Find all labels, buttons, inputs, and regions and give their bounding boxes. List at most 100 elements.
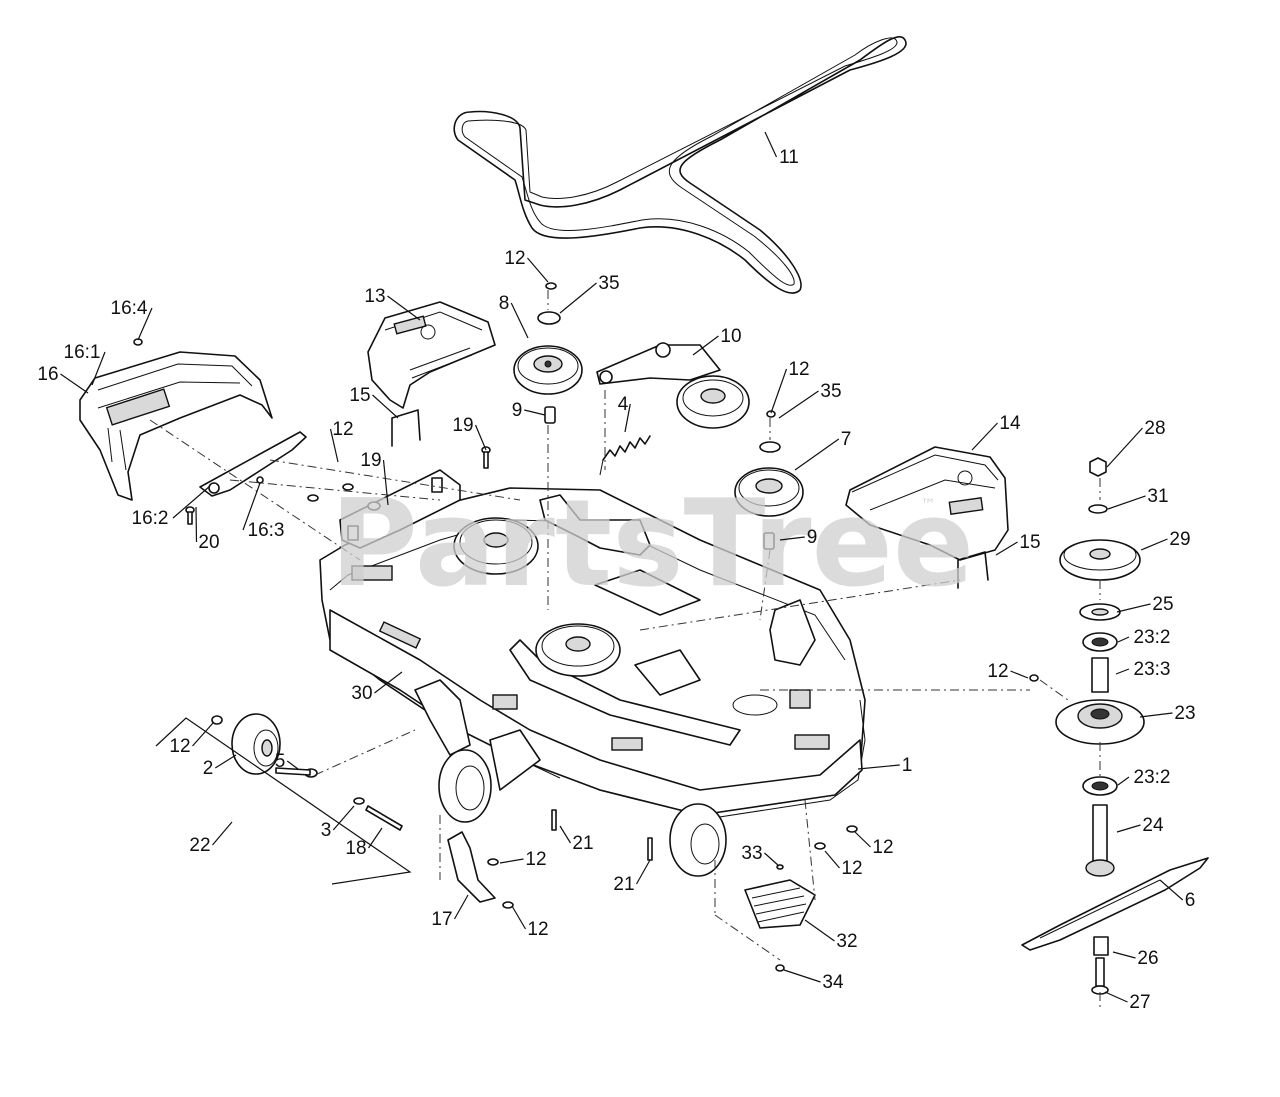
callout[interactable]: 21 [559, 825, 594, 854]
callout[interactable]: 12 [169, 722, 214, 757]
idler-spring[interactable] [599, 435, 651, 476]
callout[interactable]: 16:4 [111, 298, 153, 341]
callout[interactable]: 15 [995, 532, 1041, 556]
callout[interactable]: 25 [1116, 594, 1174, 615]
idler-arm[interactable] [596, 342, 750, 429]
callout[interactable]: 34 [783, 969, 844, 993]
callout[interactable]: 10 [692, 326, 742, 356]
callout[interactable]: 27 [1104, 991, 1151, 1013]
callout-leader [286, 760, 299, 770]
callout[interactable]: 5 [275, 751, 299, 772]
upper-bearing[interactable] [1082, 632, 1118, 652]
callout[interactable]: 29 [1140, 529, 1191, 551]
callout-leader [824, 850, 840, 869]
callout[interactable]: 12 [854, 831, 894, 858]
spindle-spacer[interactable] [1079, 603, 1121, 621]
right-front-wheel[interactable] [669, 803, 727, 877]
callout[interactable]: 16:1 [64, 342, 106, 386]
bearing-spacer[interactable] [1091, 657, 1109, 693]
callout[interactable]: 22 [189, 821, 233, 856]
callout[interactable]: 9 [512, 400, 546, 421]
callout[interactable]: 4 [618, 394, 631, 433]
callout[interactable]: 23:2 [1117, 767, 1170, 788]
callout[interactable]: 15 [349, 385, 399, 419]
callout[interactable]: 7 [794, 429, 851, 471]
callout-label: 28 [1144, 418, 1165, 439]
lower-bearing[interactable] [1082, 776, 1118, 796]
callout[interactable]: 23:3 [1115, 659, 1170, 680]
callout-label: 12 [527, 919, 548, 940]
callout[interactable]: 21 [613, 859, 651, 895]
callout[interactable]: 11 [764, 131, 799, 168]
callout-label: 32 [836, 931, 857, 952]
center-belt-cover[interactable] [367, 301, 496, 409]
callout[interactable]: 30 [351, 671, 403, 704]
callout[interactable]: 26 [1112, 948, 1159, 969]
callout[interactable]: 19 [360, 450, 389, 506]
mower-blade[interactable] [1021, 857, 1209, 951]
mower-deck[interactable] [319, 487, 866, 821]
stacked-washer[interactable] [537, 282, 561, 424]
callout[interactable]: 20 [195, 506, 220, 553]
spindle-pulley[interactable] [1059, 539, 1141, 581]
callout[interactable]: 12 [329, 419, 354, 463]
callout[interactable]: 19 [452, 415, 487, 451]
callout[interactable]: 9 [779, 527, 817, 548]
left-cover-bracket[interactable] [199, 431, 307, 497]
gauge-wheel[interactable] [231, 713, 281, 775]
callout[interactable]: 33 [741, 843, 780, 867]
callout[interactable]: 1 [857, 755, 912, 776]
callout[interactable]: 32 [804, 919, 858, 952]
callout-leader [1117, 776, 1130, 786]
callout[interactable]: 12 [987, 661, 1029, 682]
deck-belt[interactable] [453, 36, 907, 294]
callout[interactable]: 3 [321, 805, 355, 841]
callout[interactable]: 16:2 [132, 485, 211, 529]
right-belt-cover[interactable] [845, 446, 1009, 561]
callout[interactable]: 23 [1139, 703, 1196, 724]
callout[interactable]: 6 [1159, 879, 1195, 911]
callout-leader [1104, 991, 1128, 1003]
callout[interactable]: 35 [778, 381, 842, 419]
callout[interactable]: 24 [1116, 815, 1164, 836]
callout-leader [559, 825, 572, 844]
left-front-wheel[interactable] [438, 749, 492, 823]
spindle-washer[interactable] [1088, 504, 1108, 514]
callout-leader [60, 373, 89, 394]
deck-baffle[interactable] [447, 831, 496, 903]
callout[interactable]: 12 [824, 850, 863, 879]
callout-leader [172, 485, 211, 519]
callout[interactable]: 17 [431, 894, 469, 930]
spindle-housing[interactable] [1055, 699, 1145, 745]
callout-leader [1107, 495, 1146, 510]
callout[interactable]: 23:2 [1117, 627, 1170, 648]
callout[interactable]: 12 [770, 359, 810, 414]
callout[interactable]: 12 [499, 849, 547, 870]
deck-bracket-left[interactable] [339, 469, 461, 549]
blade-adapter[interactable] [1093, 936, 1109, 956]
left-belt-cover[interactable] [79, 351, 273, 501]
callout[interactable]: 8 [499, 293, 529, 339]
right-idler-pulley[interactable] [734, 441, 804, 550]
spindle-shaft[interactable] [1085, 804, 1115, 877]
callout[interactable]: 28 [1106, 418, 1166, 468]
callout[interactable]: 2 [203, 754, 237, 779]
callout[interactable]: 12 [504, 248, 549, 283]
callout-label: 11 [779, 147, 799, 168]
callout-leader [854, 831, 871, 848]
callout[interactable]: 16:3 [242, 482, 284, 541]
blade-bolt[interactable] [1091, 957, 1109, 995]
callout[interactable]: 35 [559, 273, 620, 314]
callout-label: 24 [1142, 815, 1164, 836]
callout-leader [382, 459, 389, 506]
callout[interactable]: 12 [511, 905, 549, 940]
mulch-grate[interactable] [744, 879, 816, 929]
callout[interactable]: 13 [364, 286, 421, 321]
callout[interactable]: 18 [345, 827, 383, 859]
callout[interactable]: 16 [37, 364, 89, 394]
callout-leader [387, 295, 421, 321]
top-idler-pulley[interactable] [513, 345, 583, 395]
callout[interactable]: 31 [1107, 486, 1169, 510]
callout[interactable]: 14 [971, 413, 1021, 451]
spindle-nut[interactable] [1089, 457, 1107, 477]
